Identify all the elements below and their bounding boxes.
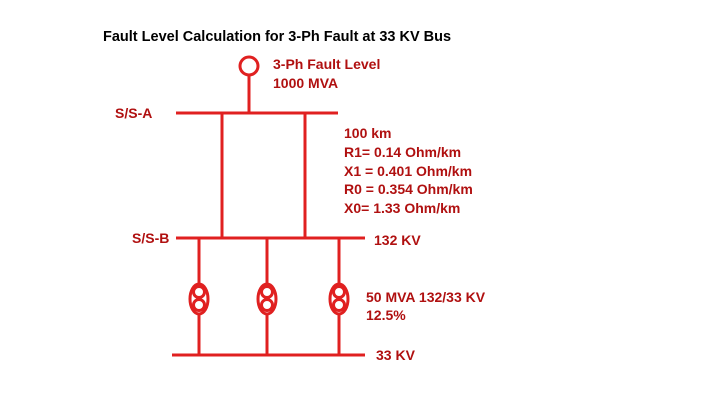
source-symbol	[238, 55, 260, 113]
line-x0: X0= 1.33 Ohm/km	[344, 200, 460, 216]
transformer-impedance: 12.5%	[366, 307, 406, 323]
transformer-1-winding-hv-icon	[192, 285, 206, 299]
transformer-3-winding-hv-icon	[332, 285, 346, 299]
transformer-1-winding-lv-icon	[192, 298, 206, 312]
transformer-1	[188, 238, 210, 355]
bus-ss-a-label: S/S-A	[115, 105, 152, 121]
source-circle	[238, 55, 260, 77]
source-label-mva: 1000 MVA	[273, 75, 338, 91]
transformer-3	[328, 238, 350, 355]
transformer-3-winding-lv-icon	[332, 298, 346, 312]
transformer-2	[256, 238, 278, 355]
bus-33kv-label: 33 KV	[376, 347, 416, 363]
line-r0: R0 = 0.354 Ohm/km	[344, 181, 473, 197]
transformer-2-winding-hv-icon	[260, 285, 274, 299]
source-label-fault-level: 3-Ph Fault Level	[273, 56, 380, 72]
bus-132kv-label: 132 KV	[374, 232, 421, 248]
line-x1: X1 = 0.401 Ohm/km	[344, 163, 472, 179]
bus-ss-b-label: S/S-B	[132, 230, 169, 246]
diagram-title: Fault Level Calculation for 3-Ph Fault a…	[103, 29, 451, 45]
transformer-2-winding-lv-icon	[260, 298, 274, 312]
transformer-rating: 50 MVA 132/33 KV	[366, 289, 486, 305]
line-r1: R1= 0.14 Ohm/km	[344, 144, 461, 160]
line-length: 100 km	[344, 125, 391, 141]
